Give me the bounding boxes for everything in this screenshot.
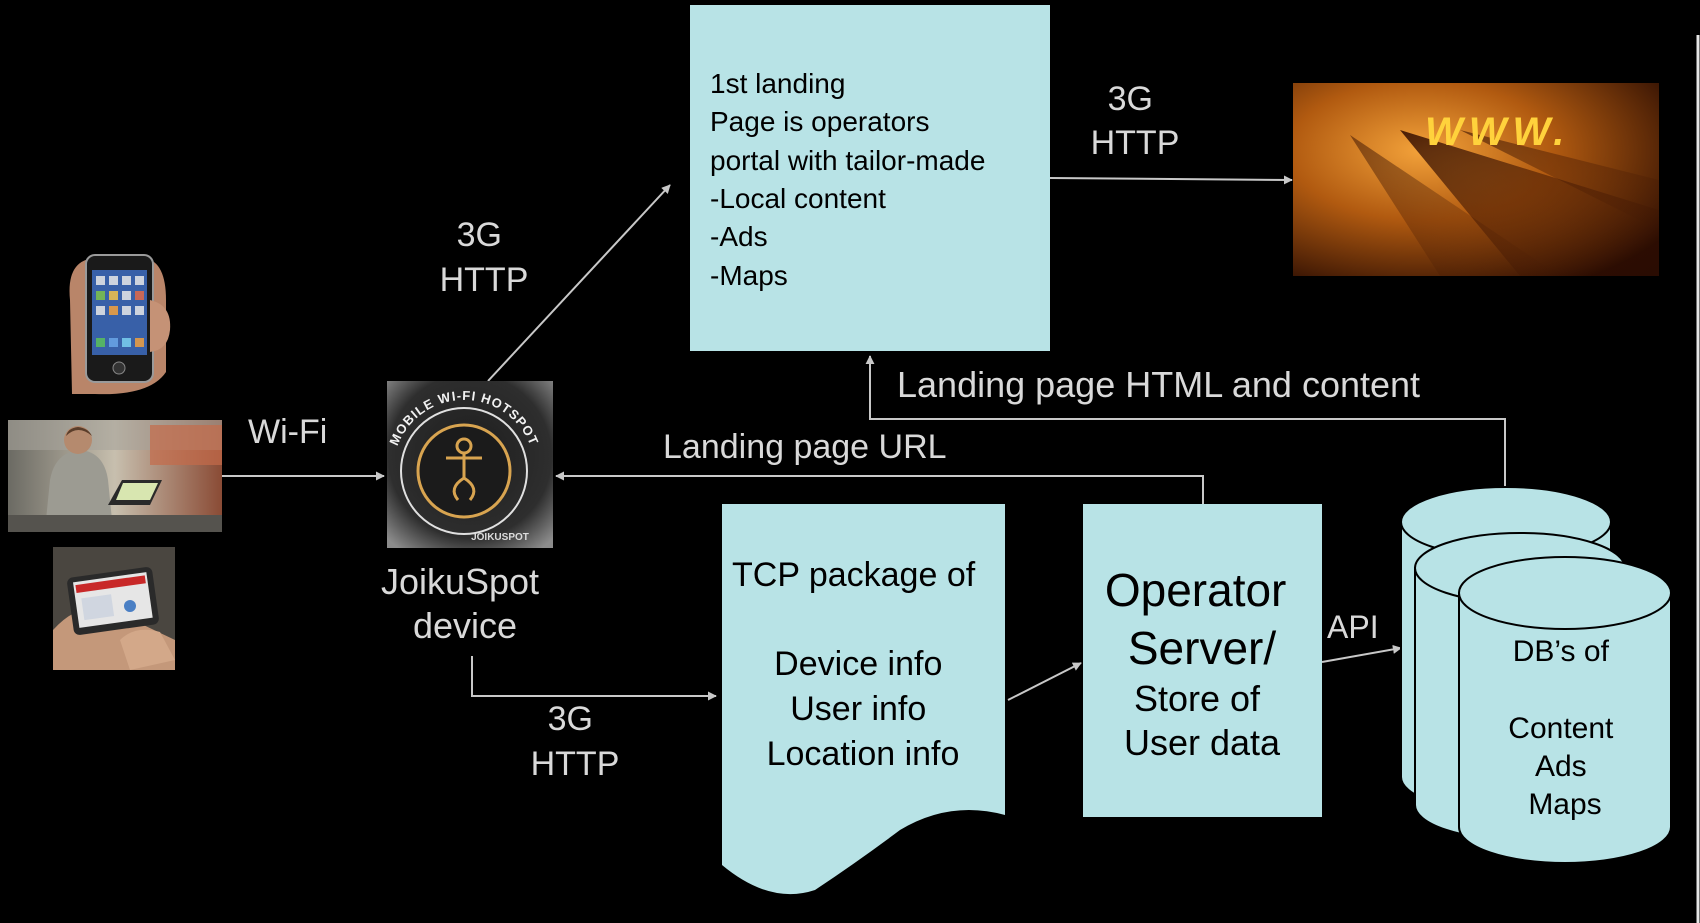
hotspot-figure [446, 437, 482, 501]
www-image: WWW. [1293, 83, 1659, 276]
operator-box-sub: Store of User data [1124, 678, 1281, 763]
hotspot-brand: JOIKUSPOT [471, 532, 529, 543]
label-landing-html: Landing page HTML and content [897, 364, 1420, 405]
label-3g-http-bottom: 3G HTTP [531, 700, 620, 783]
operator-server-box: Operator Server/ Store of User data [1083, 504, 1322, 817]
operator-box-bg [1083, 504, 1322, 817]
label-wifi: Wi-Fi [248, 413, 327, 451]
label-landing-url: Landing page URL [663, 428, 947, 466]
smartphone-in-hand-icon [62, 254, 172, 397]
arrow-operator-to-db [1321, 644, 1402, 663]
arrow-tcp-to-operator [1007, 662, 1082, 701]
arrow-hotspot-to-tcp [471, 656, 717, 701]
www-text: WWW. [1425, 110, 1570, 154]
landing-box-bg [690, 5, 1050, 351]
tcp-package-box: TCP package of Device info User info Loc… [722, 504, 1005, 895]
db-text: DB’s of Content Ads Maps [1508, 635, 1621, 821]
arrow-operator-to-hotspot [555, 471, 1204, 504]
label-3g-http-top-right: 3G HTTP [1091, 80, 1180, 162]
landing-box-text: 1st landing Page is operators portal wit… [710, 68, 993, 291]
label-3g-http-top-left: 3G HTTP [440, 216, 529, 299]
device-caption: JoikuSpot device [381, 561, 549, 646]
landing-page-box: 1st landing Page is operators portal wit… [690, 5, 1050, 351]
operator-box-title: Operator Server/ [1105, 564, 1299, 674]
arrow-db-to-landing [865, 355, 1506, 490]
handheld-browser-icon [53, 547, 175, 670]
arrow-hotspot-to-landing [487, 184, 671, 382]
man-with-laptop-icon [8, 420, 222, 532]
tcp-box-bg [722, 504, 1005, 895]
arrow-landing-to-www [1049, 175, 1293, 185]
tcp-box-title: TCP package of [732, 556, 976, 594]
connectors [222, 175, 1506, 701]
wifi-hotspot-logo-icon: MOBILE WI-FI HOTSPOT JOIKUSPOT [386, 381, 553, 548]
label-api: API [1327, 609, 1379, 645]
db-cylinder-front [1458, 556, 1672, 864]
tcp-box-items: Device info User info Location info [767, 645, 960, 773]
database-cylinders [1400, 486, 1672, 864]
